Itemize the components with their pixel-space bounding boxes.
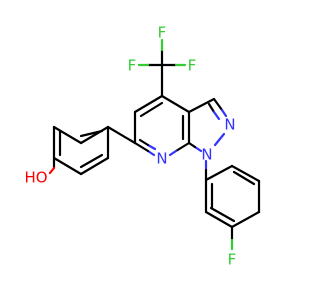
bond-n7-c6-dark: [133, 141, 150, 153]
fluorine-atom-right: F: [188, 57, 197, 75]
fluorophenyl-ring: [204, 159, 261, 251]
bond-ar-5: [204, 210, 234, 229]
bond-ar-4: [230, 210, 261, 229]
bond-ar-1: [204, 164, 234, 182]
pyridine-ring: [133, 94, 191, 157]
bond-ph-1-double: [79, 129, 104, 138]
bond-c5-c4-double: [139, 101, 164, 118]
bond-c3-n2: [220, 108, 228, 118]
nitrogen-atom-pyrazole-2: N: [224, 116, 235, 134]
bond-c3-n2-double: [212, 110, 221, 121]
bond-c3a-c3: [187, 97, 216, 114]
fluorine-atom-left: F: [128, 57, 137, 75]
bond-n7-c6: [146, 149, 156, 157]
bond-ph-1: [79, 125, 110, 145]
trifluoromethyl-group: [137, 38, 187, 98]
bond-c3-n2-double-dark: [207, 102, 216, 114]
bond-n2-n1: [213, 132, 226, 147]
bond-c5-c4: [133, 94, 164, 114]
bond-ar-2: [230, 164, 261, 183]
pyrazole-ring: [187, 97, 228, 153]
bond-c7a-n7-dark: [174, 141, 191, 153]
bond-c-o: [48, 166, 56, 175]
bond-c6-phenol: [106, 125, 137, 145]
bond-n7-c6-double: [138, 138, 150, 147]
bond-ar-2-double: [232, 170, 256, 186]
bond-n1-c7a: [193, 145, 203, 153]
bond-c3-n2-dark: [212, 97, 224, 112]
nitrogen-atom-pyridine: N: [156, 150, 167, 168]
phenol-ring: [48, 125, 137, 176]
bond-c7a-n7: [168, 149, 178, 157]
hydroxyl-group-label: HO: [24, 169, 47, 187]
bond-n1-c7a-dark: [187, 141, 197, 149]
bond-ph-2: [52, 125, 83, 145]
chemical-structure-diagram: F F F N N N HO F: [24, 23, 261, 269]
bond-n7-c6-double-blue: [146, 143, 157, 151]
fluorine-atom-aryl: F: [228, 251, 237, 269]
nitrogen-atom-pyrazole-1: N: [201, 146, 212, 164]
bond-c4-c3a: [160, 94, 191, 114]
bond-ph-4: [52, 156, 83, 176]
bond-ph-5: [79, 156, 110, 176]
bond-ph-5-double: [79, 153, 104, 169]
bond-ar-5-double: [209, 206, 236, 223]
fluorine-atom-top: F: [158, 24, 167, 42]
